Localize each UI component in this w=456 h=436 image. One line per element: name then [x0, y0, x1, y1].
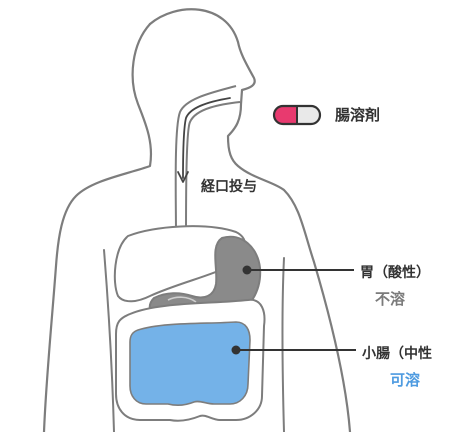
stomach-dot [243, 266, 252, 275]
small-intestine-label: 小腸（中性 [362, 343, 432, 363]
esophagus [176, 86, 240, 238]
capsule-icon [274, 106, 320, 124]
enteric-coating-label: 腸溶剤 [335, 104, 380, 125]
stomach-status: 不溶 [375, 288, 405, 309]
right-arm-line [283, 258, 285, 432]
left-arm-line [104, 250, 114, 432]
small-intestine-status: 可溶 [390, 369, 420, 390]
stomach-label: 胃（酸性） [360, 262, 430, 282]
intestine-dot [232, 346, 241, 355]
oral-administration-label: 経口投与 [201, 176, 257, 196]
small-intestine [130, 322, 250, 405]
